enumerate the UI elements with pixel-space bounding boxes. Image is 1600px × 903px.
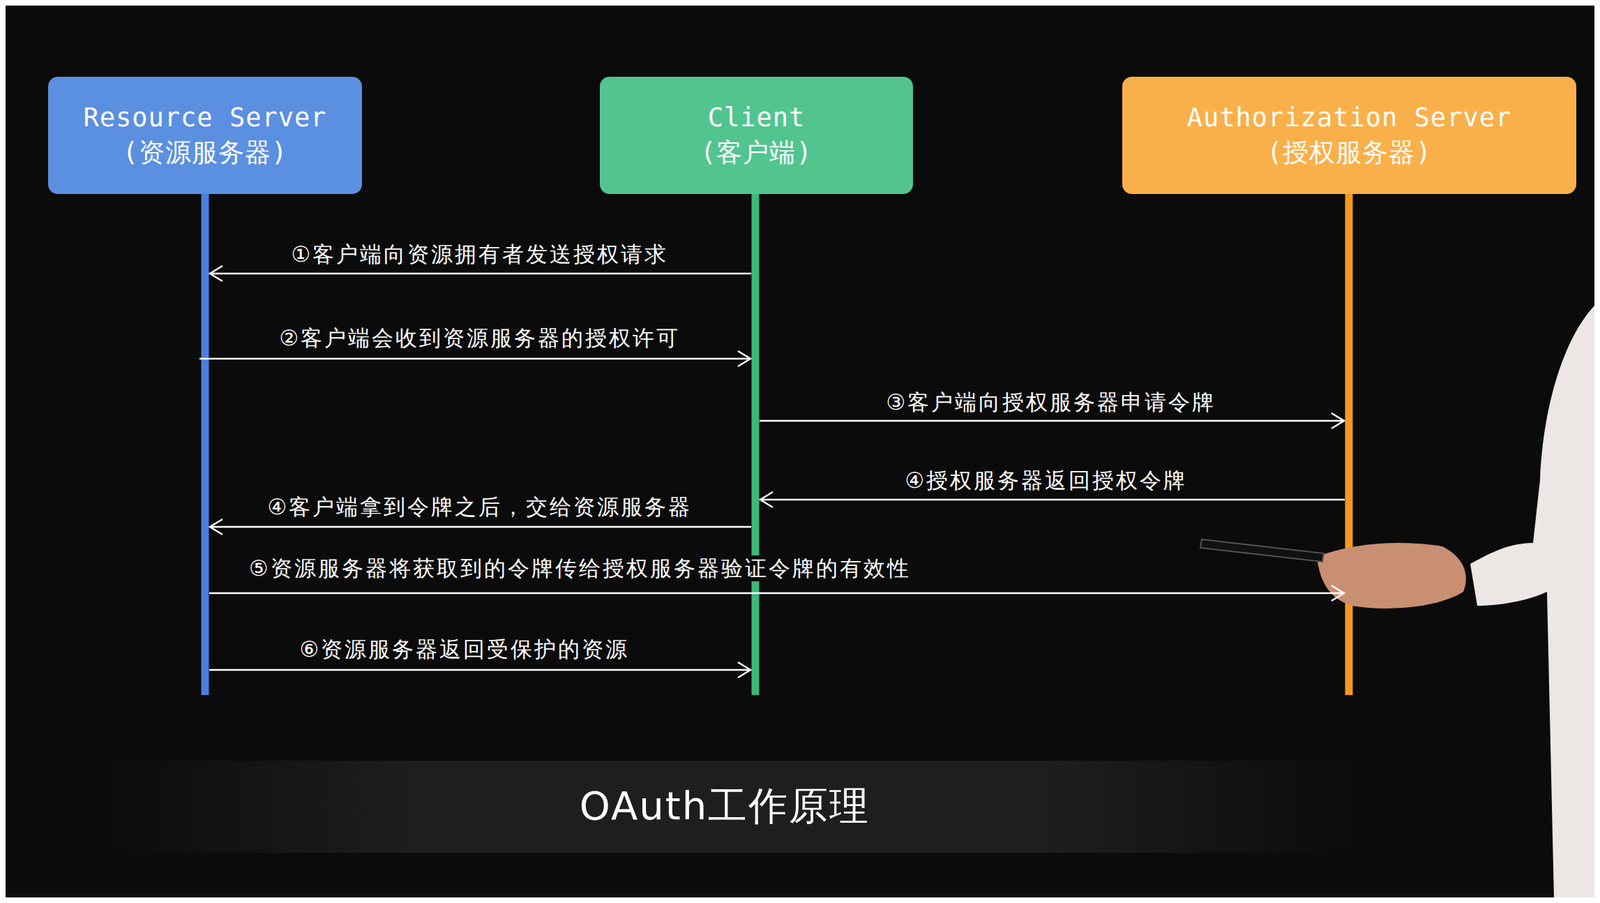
step-label: ③客户端向授权服务器申请令牌: [882, 389, 1221, 415]
step-label: ⑤资源服务器将获取到的令牌传给授权服务器验证令牌的有效性: [244, 555, 916, 581]
message-arrow: [209, 193, 756, 282]
box-subtitle: (资源服务器): [122, 135, 289, 171]
message-arrow: [760, 193, 1349, 508]
box-subtitle: (客户端): [700, 135, 813, 171]
message-arrow: [755, 193, 1345, 429]
message-arrow: [209, 193, 756, 535]
dark-background: Resource Server(资源服务器) Client(客户端) Authori…: [5, 5, 1595, 897]
caption: OAuth工作原理: [579, 779, 870, 833]
box-title: Client: [707, 100, 806, 136]
pointer-pen: [1200, 539, 1324, 562]
message-arrow: [199, 193, 751, 367]
box-subtitle: (授权服务器): [1266, 135, 1432, 171]
lifeline: [1345, 193, 1354, 695]
message-arrow: [205, 193, 751, 678]
step-label: ⑥资源服务器返回受保护的资源: [295, 636, 635, 662]
step-label: ④授权服务器返回授权令牌: [901, 467, 1192, 494]
step-label: ②客户端会收到资源服务器的授权许可: [275, 325, 685, 351]
box-title: Resource Server: [82, 100, 327, 136]
box-title: Authorization Server: [1187, 100, 1513, 136]
presenter-shirt: [1470, 305, 1595, 897]
header-box: Resource Server(资源服务器): [48, 76, 362, 194]
message-arrow: [205, 193, 1345, 601]
header-box: Client(客户端): [599, 76, 913, 194]
step-label: ①客户端向资源拥有者发送授权请求: [287, 241, 674, 268]
lifeline: [201, 193, 210, 695]
presenter-hand: [1316, 542, 1467, 609]
step-label: ④客户端拿到令牌之后，交给资源服务器: [263, 493, 697, 520]
lifeline: [751, 193, 760, 695]
header-box: Authorization Server(授权服务器): [1122, 76, 1577, 194]
